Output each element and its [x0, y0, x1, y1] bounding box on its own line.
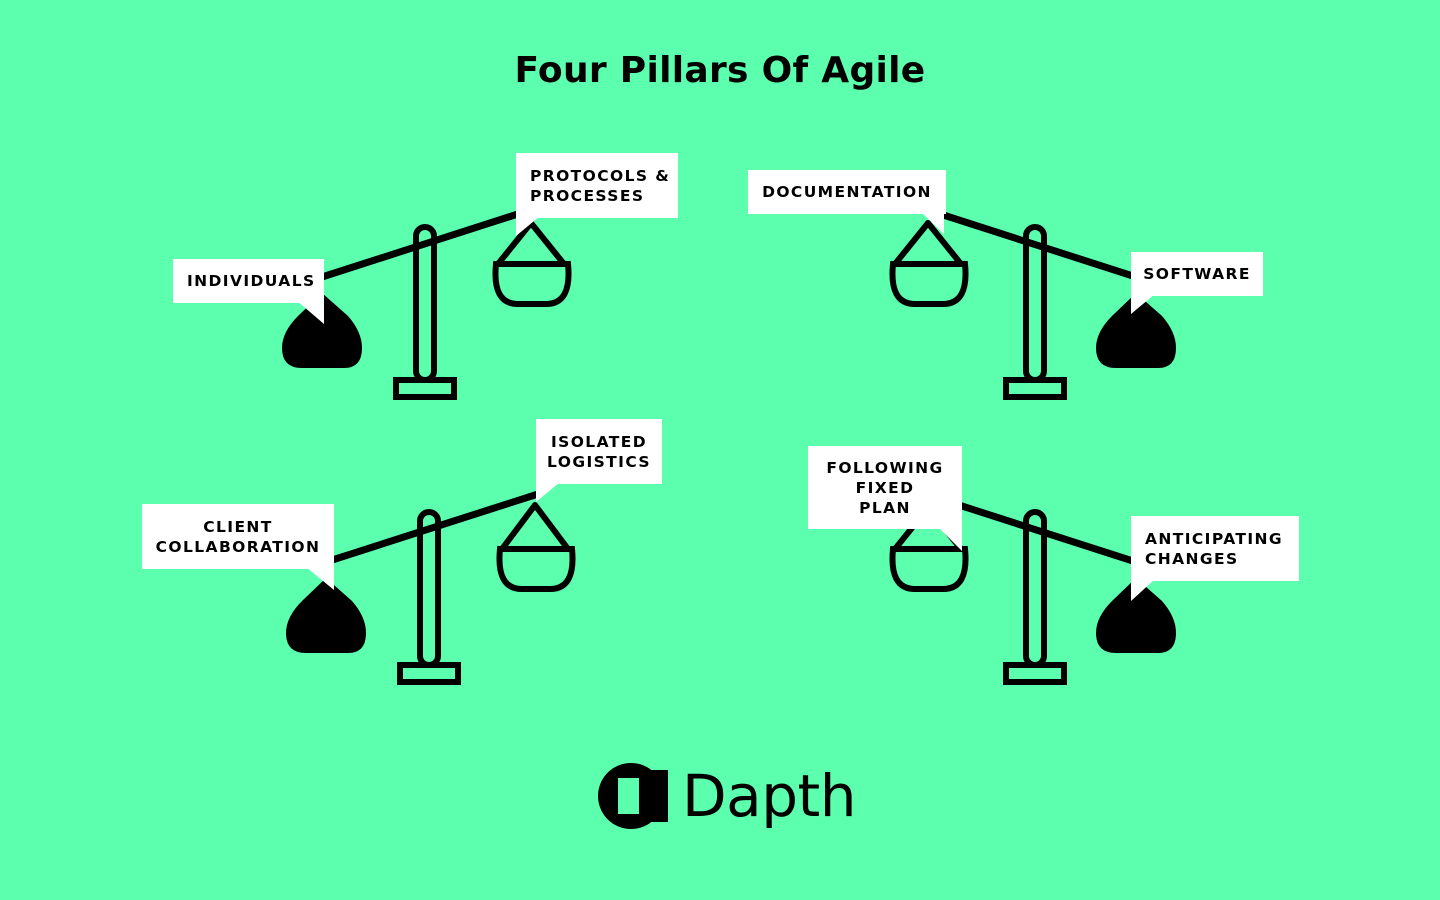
scale-1-post — [413, 224, 437, 383]
label-documentation: DOCUMENTATION — [748, 170, 946, 214]
scale-2-base — [1003, 377, 1067, 400]
scale-4 — [889, 493, 1176, 685]
scale-2-light-hanger — [892, 220, 964, 267]
scale-4-beam — [932, 493, 1138, 566]
scale-2-heavy-pan — [1096, 293, 1176, 368]
scale-3-beam — [324, 490, 540, 566]
scale-4-base — [1003, 662, 1067, 685]
scale-1-heavy-pan — [282, 293, 362, 368]
tail-anticipating — [1131, 579, 1155, 601]
tail-protocols — [516, 216, 540, 236]
label-tails — [296, 213, 1155, 601]
label-protocols-processes: PROTOCOLS & PROCESSES — [516, 153, 678, 218]
scale-3-base — [397, 662, 461, 685]
scale-2-beam — [932, 208, 1138, 281]
scale-4-heavy-pan — [1096, 578, 1176, 653]
label-individuals: INDIVIDUALS — [173, 259, 324, 303]
scale-1 — [282, 208, 572, 400]
scale-3-heavy-pan — [286, 578, 366, 653]
label-isolated-logistics: ISOLATED LOGISTICS — [536, 419, 662, 484]
diagram-title: Four Pillars Of Agile — [514, 50, 926, 91]
tail-software — [1131, 294, 1155, 314]
scale-1-beam — [320, 208, 526, 281]
scale-3-light-hanger — [499, 502, 571, 552]
scale-2-light-pan — [889, 261, 969, 307]
brand-name: Dapth — [682, 762, 857, 830]
label-anticipating-changes: ANTICIPATING CHANGES — [1131, 516, 1299, 581]
scale-2 — [889, 208, 1176, 400]
tail-fixed-plan — [938, 527, 962, 551]
tail-client — [306, 567, 334, 590]
label-following-fixed-plan: FOLLOWING FIXED PLAN — [808, 446, 962, 529]
tail-individuals — [296, 300, 324, 324]
scale-1-light-hanger — [495, 220, 567, 267]
scale-1-light-pan — [492, 261, 572, 307]
scale-3-light-pan — [496, 546, 576, 592]
scale-1-base — [393, 377, 457, 400]
scale-3 — [286, 490, 576, 685]
label-software: SOFTWARE — [1131, 252, 1263, 296]
scale-3-post — [417, 509, 441, 668]
tail-isolated — [536, 482, 560, 502]
tail-documentation — [922, 213, 944, 234]
label-client-collaboration: CLIENT COLLABORATION — [142, 504, 334, 569]
scale-4-light-pan — [889, 546, 969, 592]
dapth-logo-icon — [598, 763, 668, 829]
